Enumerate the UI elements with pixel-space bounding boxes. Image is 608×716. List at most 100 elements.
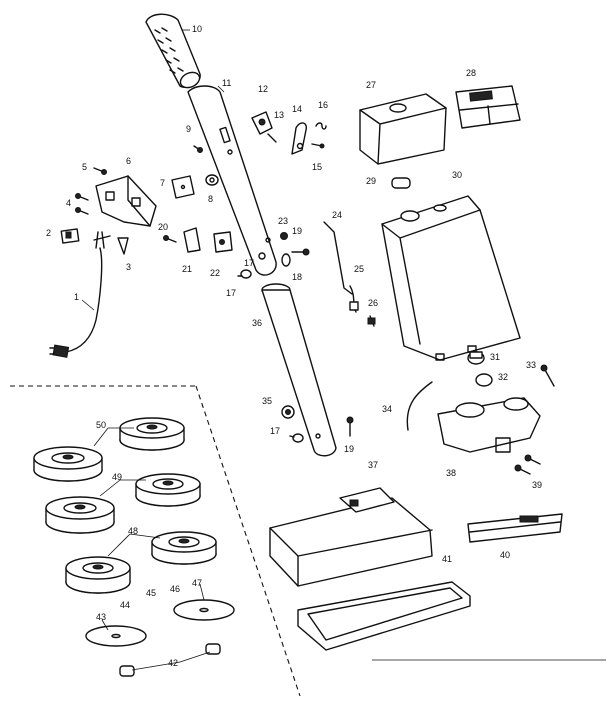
label-part-23: 23 [278,216,288,226]
label-part-19a: 19 [292,226,302,236]
label-part-9: 9 [186,124,191,134]
part-labels: 1 2 3 4 5 6 7 8 9 10 11 12 13 14 15 16 1… [46,24,542,668]
label-part-44: 44 [120,600,130,610]
part-7-plate [171,175,195,199]
label-part-24: 24 [332,210,342,220]
part-42-clip-left [119,665,135,677]
part-11-upper-handle [187,85,277,276]
part-21-clamp [183,227,201,253]
label-part-25: 25 [354,264,364,274]
label-part-4: 4 [66,198,71,208]
label-part-13: 13 [274,110,284,120]
part-8-nut [205,174,219,186]
label-part-10: 10 [192,24,202,34]
part-25-wire [349,285,359,313]
label-part-45: 45 [146,588,156,598]
label-part-14: 14 [292,104,302,114]
part-22-block [213,231,233,253]
label-part-15: 15 [312,162,322,172]
part-17-fastener-b [289,433,304,443]
part-30-solution-tank [381,195,521,361]
label-part-41: 41 [442,554,452,564]
part-19-bolt-b [346,416,354,437]
kit-boundary-side [195,385,301,697]
part-26-screw [367,315,376,327]
label-part-37: 37 [368,460,378,470]
label-part-7: 7 [160,178,165,188]
part-19-bolt-a [291,248,310,256]
part-4-screws [75,193,89,215]
label-part-34: 34 [382,404,392,414]
label-part-26: 26 [368,298,378,308]
label-part-36: 36 [252,318,262,328]
label-part-28: 28 [466,68,476,78]
part-18-spacer [281,253,291,267]
part-6-bracket [95,175,157,227]
part-28-label-panel [455,85,521,129]
label-part-48: 48 [128,526,138,536]
label-part-21: 21 [182,264,192,274]
part-13-pin [267,133,277,143]
part-48-brush-left [65,556,131,594]
part-27-tank-cover [359,93,447,165]
label-part-18: 18 [292,272,302,282]
part-38-pump-bracket [437,397,541,453]
label-part-47: 47 [192,578,202,588]
part-40-spray-plate [467,513,563,543]
part-9-rivet [193,145,203,153]
label-part-31: 31 [490,352,500,362]
label-part-16: 16 [318,100,328,110]
part-10-handle-grip [145,13,201,89]
label-part-42: 42 [168,658,178,668]
part-48-brush-right [151,531,217,565]
part-37-base-housing [269,487,433,587]
label-part-8: 8 [208,194,213,204]
part-49-brush-left [45,496,115,534]
part-35-knob [281,405,295,419]
label-part-40: 40 [500,550,510,560]
label-part-12: 12 [258,84,268,94]
part-31-valve [467,351,485,365]
label-part-49: 49 [112,472,122,482]
part-2-switch [60,228,80,244]
part-20-screw [163,235,177,243]
label-part-17b: 17 [270,426,280,436]
part-1-power-cord [49,231,111,358]
label-part-30: 30 [452,170,462,180]
part-50-brush-left [33,446,103,482]
label-part-50: 50 [96,420,106,430]
part-17-fastener-a [237,269,252,279]
leader-lines [81,299,606,671]
part-29-cap [391,177,411,189]
label-part-17a: 17 [226,288,236,298]
label-part-38: 38 [446,468,456,478]
part-34-hose [406,381,433,431]
label-part-19b: 19 [344,444,354,454]
part-16-spring [315,122,327,130]
part-36-lower-handle [261,283,337,457]
label-part-43: 43 [96,612,106,622]
part-24-rod [323,221,353,295]
label-part-17c: 17 [244,258,254,268]
part-3-clip [117,237,129,255]
part-14-latch [291,122,308,155]
label-part-33: 33 [526,360,536,370]
part-50-brush-right [119,417,185,451]
part-33-pin [540,364,555,387]
label-part-46: 46 [170,584,180,594]
part-32-valve [475,373,493,387]
part-12-hook [251,111,273,135]
label-part-3: 3 [126,262,131,272]
part-39-screws [514,454,541,475]
label-part-32: 32 [498,372,508,382]
label-part-11: 11 [222,78,231,88]
label-part-20: 20 [158,222,168,232]
label-part-39: 39 [532,480,542,490]
part-49-brush-right [135,473,201,507]
label-part-6: 6 [126,156,131,166]
part-42-clip-right [205,643,221,655]
part-23-nut [280,232,288,240]
label-part-2: 2 [46,228,51,238]
label-part-5: 5 [82,162,87,172]
